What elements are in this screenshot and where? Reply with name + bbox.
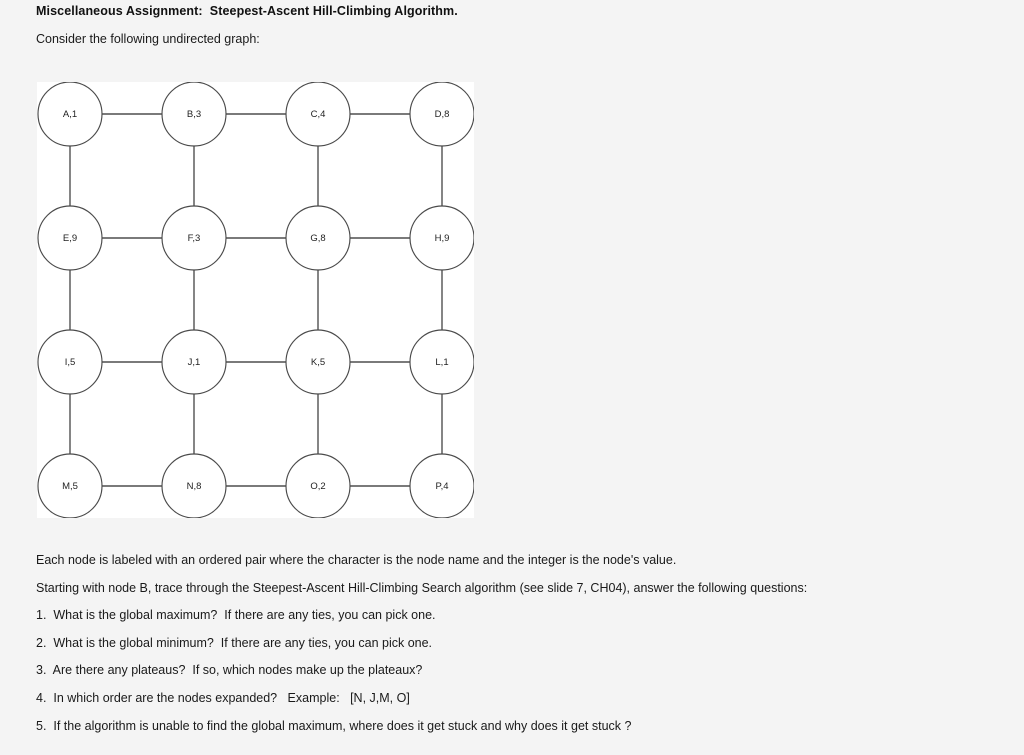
question-5: 5. If the algorithm is unable to find th… (36, 719, 632, 733)
node-circle-k (285, 329, 351, 395)
graph-node-j: J,1 (161, 329, 227, 395)
node-label-b: B,3 (187, 109, 201, 120)
graph-node-l: L,1 (409, 329, 474, 395)
graph-edge-layer (69, 113, 443, 487)
graph-node-d: D,8 (409, 82, 474, 147)
node-circle-j (161, 329, 227, 395)
node-circle-n (161, 453, 227, 518)
node-label-o: O,2 (310, 481, 325, 492)
question-4: 4. In which order are the nodes expanded… (36, 691, 410, 705)
node-label-e: E,9 (63, 233, 77, 244)
node-circle-f (161, 205, 227, 271)
node-circle-a (37, 82, 103, 147)
node-label-d: D,8 (435, 109, 450, 120)
graph-node-b: B,3 (161, 82, 227, 147)
node-label-p: P,4 (435, 481, 448, 492)
question-1: 1. What is the global maximum? If there … (36, 608, 436, 622)
graph-node-e: E,9 (37, 205, 103, 271)
node-circle-d (409, 82, 474, 147)
question-2: 2. What is the global minimum? If there … (36, 636, 433, 650)
graph-node-c: C,4 (285, 82, 351, 147)
node-circle-o (285, 453, 351, 518)
node-circle-c (285, 82, 351, 147)
node-circle-m (37, 453, 103, 518)
node-label-k: K,5 (311, 357, 325, 368)
graph-node-n: N,8 (161, 453, 227, 518)
algorithm-instruction: Starting with node B, trace through the … (36, 581, 808, 595)
node-label-l: L,1 (435, 357, 448, 368)
node-circle-b (161, 82, 227, 147)
question-3: 3. Are there any plateaus? If so, which … (36, 663, 423, 677)
graph-node-p: P,4 (409, 453, 474, 518)
graph-node-f: F,3 (161, 205, 227, 271)
graph-node-h: H,9 (409, 205, 474, 271)
node-label-j: J,1 (188, 357, 201, 368)
graph-node-a: A,1 (37, 82, 103, 147)
node-label-n: N,8 (187, 481, 202, 492)
graph-node-g: G,8 (285, 205, 351, 271)
node-label-a: A,1 (63, 109, 77, 120)
graph-node-o: O,2 (285, 453, 351, 518)
node-circle-i (37, 329, 103, 395)
node-label-h: H,9 (435, 233, 450, 244)
node-circle-e (37, 205, 103, 271)
undirected-graph-diagram: A,1 B,3 C,4 D,8E,9 F,3 G,8 H,9I,5 J,1 K,5 L,1M,5 N… (37, 82, 474, 518)
graph-node-layer: A,1 B,3 C,4 D,8E,9 F,3 G,8 H,9I,5 J,1 K,5 L,1M,5 N… (37, 82, 474, 518)
graph-node-m: M,5 (37, 453, 103, 518)
node-circle-g (285, 205, 351, 271)
node-label-i: I,5 (65, 357, 76, 368)
node-label-m: M,5 (62, 481, 78, 492)
page-title: Miscellaneous Assignment: Steepest-Ascen… (36, 4, 458, 18)
node-label-c: C,4 (311, 109, 326, 120)
node-label-f: F,3 (188, 233, 201, 244)
graph-node-i: I,5 (37, 329, 103, 395)
node-circle-l (409, 329, 474, 395)
node-label-g: G,8 (310, 233, 325, 244)
node-circle-p (409, 453, 474, 518)
node-label-description: Each node is labeled with an ordered pai… (36, 553, 677, 567)
graph-node-k: K,5 (285, 329, 351, 395)
intro-text: Consider the following undirected graph: (36, 32, 260, 46)
node-circle-h (409, 205, 474, 271)
